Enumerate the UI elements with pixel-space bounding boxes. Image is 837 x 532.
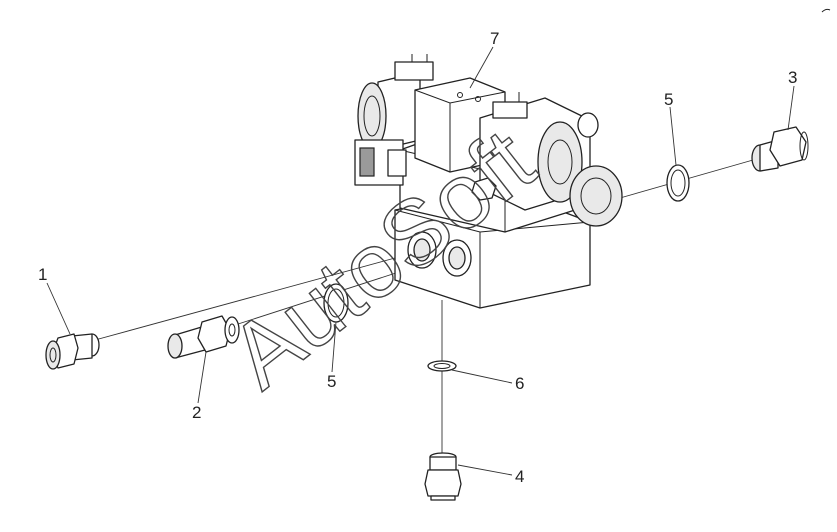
leader-2 (197, 351, 207, 404)
seal-ring-5b (666, 164, 690, 202)
seal-washer-6 (427, 360, 457, 372)
solenoid-left (357, 54, 434, 151)
leader-6 (451, 369, 513, 384)
callout-4: 4 (515, 467, 524, 486)
axis-left-fittings (94, 257, 396, 341)
callout-2: 2 (192, 403, 201, 422)
leader-7 (469, 46, 494, 89)
hex-plug (471, 177, 497, 201)
solenoid-right (479, 92, 623, 227)
callout-3: 3 (788, 68, 797, 87)
axis-right-fittings (619, 157, 761, 199)
leader-1 (46, 282, 71, 335)
callout-5-left: 5 (327, 372, 336, 391)
valve-block-assembly (354, 54, 623, 309)
callout-7: 7 (490, 29, 499, 48)
callout-5-right: 5 (664, 90, 673, 109)
callout-6: 6 (515, 374, 524, 393)
leader-5b (669, 106, 677, 166)
leader-3 (787, 85, 795, 131)
electrical-connector (354, 139, 407, 186)
seal-ring-5a (323, 283, 349, 323)
fitting-1 (45, 333, 100, 370)
fitting-4 (424, 452, 462, 501)
fitting-2 (167, 315, 240, 359)
fitting-3 (751, 126, 809, 172)
corner-mark (821, 8, 831, 13)
leader-5a (331, 321, 337, 373)
leader-4 (457, 464, 513, 476)
callout-1: 1 (38, 265, 47, 284)
